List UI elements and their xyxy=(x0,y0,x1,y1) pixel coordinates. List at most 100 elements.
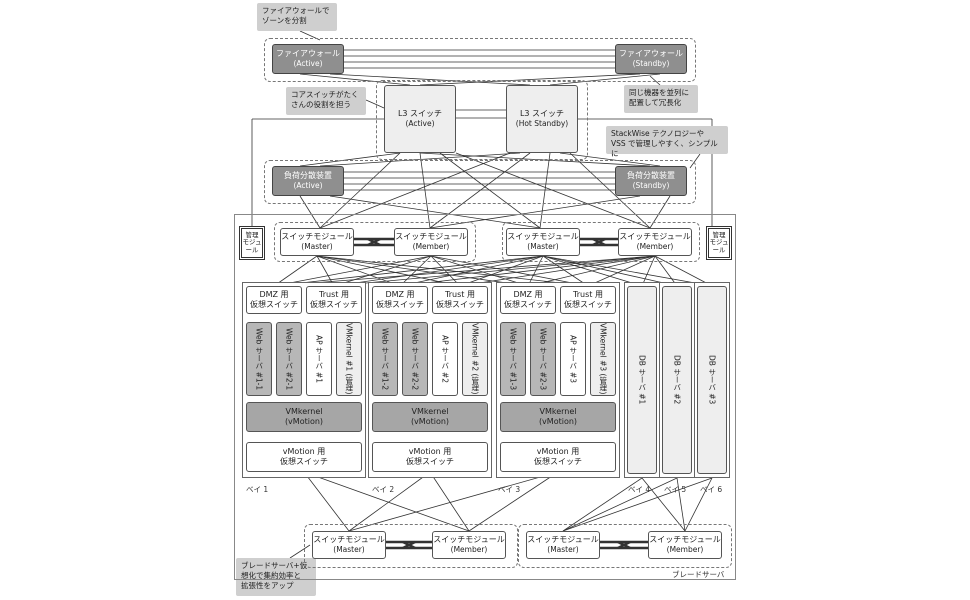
sw-name: スイッチモジュール xyxy=(649,535,721,545)
link-line xyxy=(419,152,431,229)
bay-label-6: ベイ 6 xyxy=(700,485,723,494)
vm-label: VMkernel #1 (管理) xyxy=(344,323,354,395)
dmz-switch-label: DMZ 用 仮想スイッチ xyxy=(250,290,298,309)
link-line xyxy=(402,540,416,550)
link-line xyxy=(303,471,350,532)
db-server-3-label: DB サーバ #3 xyxy=(707,355,717,405)
db-server-2: DB サーバ #2 xyxy=(662,286,692,474)
switch-module-zone-top-left xyxy=(274,222,476,262)
dmz-virtual-switch: DMZ 用 仮想スイッチ xyxy=(372,286,428,314)
management-module-left: 管理 モジュ ール xyxy=(239,226,265,260)
switch-module-master-bottom-right: スイッチモジュール (Master) xyxy=(526,531,600,559)
switch-module-zone-bottom-right xyxy=(518,524,732,568)
switch-module-zone-bottom-left xyxy=(304,524,518,568)
vmotion-switch-label: vMotion 用 仮想スイッチ xyxy=(406,447,454,466)
db-server-2-label: DB サーバ #2 xyxy=(672,355,682,405)
vmotion-switch-label: vMotion 用 仮想スイッチ xyxy=(280,447,328,466)
link-line xyxy=(562,477,713,532)
load-balancer-standby: 負荷分散装置 (Standby) xyxy=(615,166,687,196)
link-line xyxy=(348,471,559,532)
callout-blade: ブレードサーバ+仮 想化で集約効率と 拡張性をアップ xyxy=(236,558,316,596)
dmz-switch-label: DMZ 用 仮想スイッチ xyxy=(376,290,424,309)
bay-label-5: ベイ 5 xyxy=(664,485,687,494)
vm-2-4: VMkernel #2 (管理) xyxy=(462,322,488,396)
l3-standby-state: (Hot Standby) xyxy=(515,119,569,129)
l3-switch-standby: L3 スイッチ (Hot Standby) xyxy=(506,85,578,153)
sw-role: (Member) xyxy=(412,242,450,252)
sw-role: (Master) xyxy=(333,545,365,555)
switch-module-master-top-left: スイッチモジュール (Master) xyxy=(280,228,354,256)
dmz-switch-label: DMZ 用 仮想スイッチ xyxy=(504,290,552,309)
bay-label-3: ベイ 3 xyxy=(498,485,521,494)
callout-firewall-zone: ファイアウォールで ゾーンを分割 xyxy=(257,3,337,31)
link-line xyxy=(319,152,511,229)
vm-1-4: VMkernel #1 (管理) xyxy=(336,322,362,396)
link-line xyxy=(562,477,643,532)
vm-label: Web サーバ #2-2 xyxy=(410,327,420,391)
mgmt-right-label: 管理 モジュ ール xyxy=(709,230,729,254)
vmotion-virtual-switch: vMotion 用 仮想スイッチ xyxy=(500,442,616,472)
link-line xyxy=(273,255,544,287)
db-server-1: DB サーバ #1 xyxy=(627,286,657,474)
bay-label-1: ベイ 1 xyxy=(246,485,269,494)
callout-stackwise: StackWise テクノロジーや VSS で管理しやすく、シンプルに xyxy=(606,126,728,158)
l3-switch-zone xyxy=(376,80,588,160)
vm-label: Web サーバ #1-2 xyxy=(380,327,390,391)
link-line xyxy=(549,73,661,86)
sw-role: (Master) xyxy=(301,242,333,252)
sw-name: スイッチモジュール xyxy=(313,535,385,545)
link-line xyxy=(559,152,661,167)
callout-redundancy: 同じ機器を並列に 配置して冗長化 xyxy=(624,85,698,113)
firewall-standby: ファイアウォール (Standby) xyxy=(615,44,687,74)
switch-module-member-bottom-right: スイッチモジュール (Member) xyxy=(648,531,722,559)
vmotion-switch-label: vMotion 用 仮想スイッチ xyxy=(534,447,582,466)
link-line xyxy=(676,477,686,532)
vm-1-2: Web サーバ #2-1 xyxy=(276,322,302,396)
link-line xyxy=(539,152,551,229)
vm-1-3: AP サーバ #1 xyxy=(306,322,332,396)
firewall-zone xyxy=(264,38,696,82)
link-line xyxy=(348,471,431,532)
db-server-1-label: DB サーバ #1 xyxy=(637,355,647,405)
vmkernel-label: VMkernel (vMotion) xyxy=(284,407,324,426)
management-module-right: 管理 モジュ ール xyxy=(706,226,732,260)
sw-role: (Member) xyxy=(450,545,488,555)
trust-virtual-switch: Trust 用 仮想スイッチ xyxy=(306,286,362,314)
lb-standby-name: 負荷分散装置 xyxy=(627,171,675,181)
dmz-virtual-switch: DMZ 用 仮想スイッチ xyxy=(500,286,556,314)
vm-2-2: Web サーバ #2-2 xyxy=(402,322,428,396)
link-line xyxy=(455,152,651,229)
vm-1-1: Web サーバ #1-1 xyxy=(246,322,272,396)
vmotion-virtual-switch: vMotion 用 仮想スイッチ xyxy=(372,442,488,472)
firewall-standby-state: (Standby) xyxy=(632,59,670,69)
link-line xyxy=(303,471,470,532)
vm-label: Web サーバ #1-1 xyxy=(254,327,264,391)
vm-label: VMkernel #2 (管理) xyxy=(470,323,480,395)
firewall-active-name: ファイアウォール xyxy=(276,49,340,59)
vmkernel-label: VMkernel (vMotion) xyxy=(538,407,578,426)
blade-chassis xyxy=(234,214,736,580)
sw-name: スイッチモジュール xyxy=(507,232,579,242)
switch-module-member-bottom-left: スイッチモジュール (Member) xyxy=(432,531,506,559)
link-line xyxy=(429,471,470,532)
link-line xyxy=(299,152,401,167)
sw-name: スイッチモジュール xyxy=(527,535,599,545)
lb-standby-state: (Standby) xyxy=(632,181,670,191)
sw-name: スイッチモジュール xyxy=(395,232,467,242)
db-server-3: DB サーバ #3 xyxy=(697,286,727,474)
link-line xyxy=(617,540,631,550)
link-line xyxy=(429,152,531,229)
link-line xyxy=(439,152,541,229)
vm-label: AP サーバ #3 xyxy=(568,335,578,383)
link-line xyxy=(569,152,651,229)
switch-module-master-top-right: スイッチモジュール (Master) xyxy=(506,228,580,256)
link-line xyxy=(684,477,713,532)
link-line xyxy=(289,544,311,559)
vm-label: Web サーバ #1-3 xyxy=(508,327,518,391)
link-line xyxy=(299,73,411,86)
firewall-standby-name: ファイアウォール xyxy=(619,49,683,59)
trust-virtual-switch: Trust 用 仮想スイッチ xyxy=(560,286,616,314)
vm-3-4: VMkernel #3 (管理) xyxy=(590,322,616,396)
vm-2-1: Web サーバ #1-2 xyxy=(372,322,398,396)
sw-role: (Member) xyxy=(666,545,704,555)
